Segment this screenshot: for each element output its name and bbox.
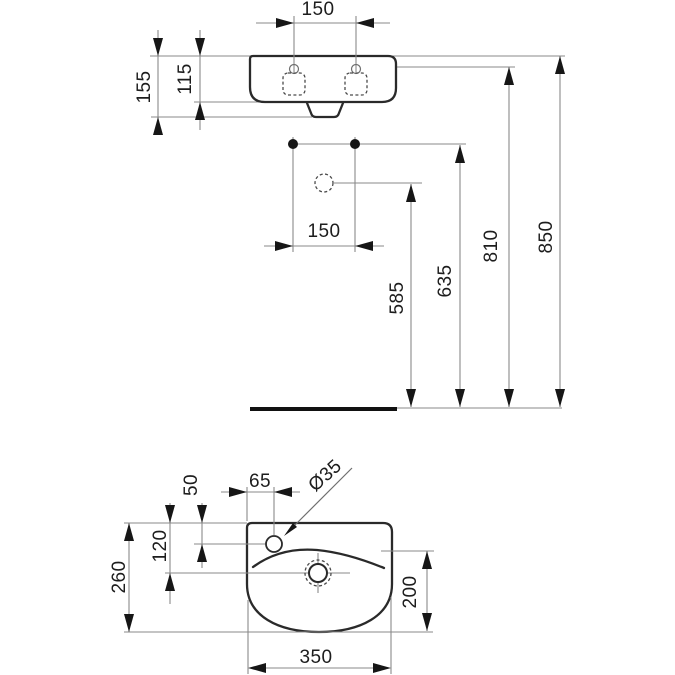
arrowhead (406, 184, 416, 202)
leader-arrowhead (284, 523, 297, 536)
arrowhead (276, 18, 294, 28)
arrowhead (229, 487, 247, 497)
dim-label-585: 585 (387, 282, 408, 315)
fixing-hole-left-body (282, 72, 306, 96)
arrowhead (355, 241, 373, 251)
water-supply-point (314, 173, 334, 193)
wall-fixing-points (288, 137, 360, 252)
dim-tap-hole-spacing: 150 (256, 0, 390, 28)
arrowhead (124, 523, 134, 541)
dim-label-120: 120 (150, 530, 171, 563)
dim-bowl-depth-200: 200 (400, 551, 432, 631)
leader-line (287, 467, 353, 533)
dim-label-150-mid: 150 (308, 221, 341, 242)
fixing-hole-right-body (344, 72, 368, 96)
fixing-hole-left (282, 16, 306, 96)
dim-label-635: 635 (435, 265, 456, 298)
arrowhead (356, 18, 374, 28)
dim-drain-from-back-120: 120 (150, 503, 175, 604)
arrowhead (197, 544, 207, 562)
arrowhead (153, 117, 163, 135)
arrowhead (274, 487, 292, 497)
dim-label-810: 810 (481, 230, 502, 263)
top-view: Ø35 65 50 120 260 (109, 456, 434, 674)
dim-tap-from-back-50: 50 (181, 474, 207, 568)
arrowhead (504, 67, 514, 85)
basin-front-outline (248, 54, 398, 104)
dim-label-115: 115 (175, 63, 196, 95)
dim-label-350: 350 (300, 647, 333, 668)
front-view: 150 155 115 150 (134, 0, 565, 411)
arrowhead (165, 573, 175, 591)
dim-label-155: 155 (134, 71, 155, 104)
arrowhead (373, 663, 391, 673)
dim-label-150-top: 150 (302, 0, 335, 20)
dim-front-edge-height-810: 810 (481, 67, 514, 407)
dim-fixing-spacing: 150 (264, 221, 384, 251)
arrowhead (275, 241, 293, 251)
arrowhead (197, 505, 207, 523)
arrowhead (248, 663, 266, 673)
arrowhead (504, 389, 514, 407)
dim-body-depth-115: 115 (175, 30, 205, 130)
waste-outlet-inner (308, 563, 328, 583)
dim-label-200: 200 (400, 576, 421, 609)
waste-outlet (304, 559, 332, 587)
bowl-front-edge (251, 548, 386, 570)
dim-tap-from-left-65: 65 (221, 471, 300, 497)
fixing-hole-right (344, 16, 368, 96)
dim-supply-height-585: 585 (387, 184, 416, 407)
arrowhead (195, 102, 205, 120)
wall-fixing-point-right (350, 139, 360, 149)
dim-label-850: 850 (536, 221, 557, 254)
dim-overall-width-350: 350 (248, 647, 391, 673)
arrowhead (124, 614, 134, 632)
arrowhead (555, 389, 565, 407)
tap-hole (265, 535, 283, 553)
arrowhead (153, 38, 163, 56)
dim-overall-depth-260: 260 (109, 523, 134, 632)
arrowhead (165, 505, 175, 523)
arrowhead (455, 145, 465, 163)
dim-fixing-height-635: 635 (435, 145, 465, 407)
dim-label-260: 260 (109, 561, 130, 594)
dim-overall-depth-155: 155 (134, 30, 163, 135)
dim-rim-height-850: 850 (536, 56, 565, 407)
arrowhead (455, 389, 465, 407)
waste-outlet-outer (304, 559, 332, 587)
arrowhead (195, 38, 205, 56)
arrowhead (422, 551, 432, 569)
arrowhead (422, 613, 432, 631)
dim-label-65: 65 (249, 471, 271, 492)
wall-fixing-point-left (288, 139, 298, 149)
drain-trap-outline (305, 101, 345, 119)
arrowhead (406, 389, 416, 407)
dim-label-50: 50 (181, 474, 202, 496)
dim-label-tap-diameter: Ø35 (304, 456, 346, 496)
arrowhead (555, 56, 565, 74)
